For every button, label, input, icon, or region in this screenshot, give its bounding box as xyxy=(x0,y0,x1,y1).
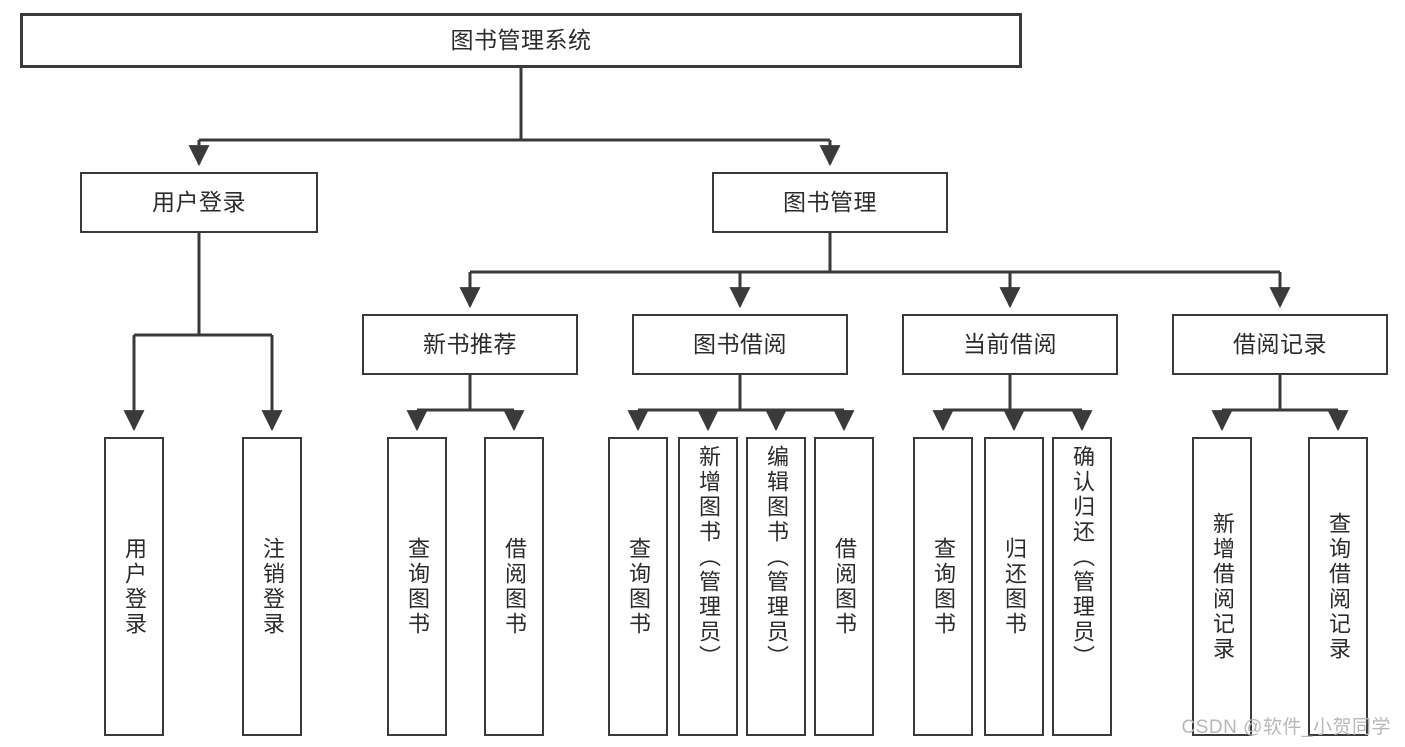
node-leaf-query-record-label: 查询借阅记录 xyxy=(1326,511,1351,662)
node-leaf-user-login-label: 用户登录 xyxy=(122,536,147,637)
node-leaf-add-book-label: 新增图书（管理员） xyxy=(696,445,721,670)
node-leaf-add-book[interactable]: 新增图书（管理员） xyxy=(678,437,738,736)
node-root-label: 图书管理系统 xyxy=(450,27,592,54)
node-root[interactable]: 图书管理系统 xyxy=(20,13,1022,68)
node-borrow-record[interactable]: 借阅记录 xyxy=(1172,314,1388,375)
node-leaf-query-book-3[interactable]: 查询图书 xyxy=(913,437,973,736)
node-leaf-borrow-book-2[interactable]: 借阅图书 xyxy=(814,437,874,736)
node-leaf-edit-book[interactable]: 编辑图书（管理员） xyxy=(746,437,806,736)
node-leaf-logout-login[interactable]: 注销登录 xyxy=(242,437,302,736)
node-book-manage[interactable]: 图书管理 xyxy=(712,172,948,233)
node-new-book-recommend-label: 新书推荐 xyxy=(423,331,517,358)
node-leaf-confirm-return[interactable]: 确认归还（管理员） xyxy=(1052,437,1112,736)
node-book-manage-label: 图书管理 xyxy=(783,189,877,216)
node-leaf-query-book-1-label: 查询图书 xyxy=(405,536,430,637)
node-leaf-return-book-label: 归还图书 xyxy=(1002,536,1027,637)
node-leaf-borrow-book-1-label: 借阅图书 xyxy=(502,536,527,637)
node-user-login[interactable]: 用户登录 xyxy=(80,172,318,233)
node-leaf-query-book-1[interactable]: 查询图书 xyxy=(387,437,447,736)
node-leaf-query-book-2[interactable]: 查询图书 xyxy=(608,437,668,736)
node-user-login-label: 用户登录 xyxy=(152,189,246,216)
node-leaf-add-record-label: 新增借阅记录 xyxy=(1210,511,1235,662)
node-book-borrow[interactable]: 图书借阅 xyxy=(632,314,848,375)
node-leaf-logout-login-label: 注销登录 xyxy=(260,536,285,637)
node-leaf-borrow-book-1[interactable]: 借阅图书 xyxy=(484,437,544,736)
node-new-book-recommend[interactable]: 新书推荐 xyxy=(362,314,578,375)
node-current-borrow[interactable]: 当前借阅 xyxy=(902,314,1118,375)
node-leaf-query-record[interactable]: 查询借阅记录 xyxy=(1308,437,1368,736)
node-current-borrow-label: 当前借阅 xyxy=(963,331,1057,358)
node-leaf-confirm-return-label: 确认归还（管理员） xyxy=(1070,445,1095,670)
node-leaf-query-book-3-label: 查询图书 xyxy=(931,536,956,637)
node-leaf-return-book[interactable]: 归还图书 xyxy=(984,437,1044,736)
watermark-text: CSDN @软件_小贺同学 xyxy=(1181,717,1391,738)
node-leaf-borrow-book-2-label: 借阅图书 xyxy=(832,536,857,637)
node-leaf-add-record[interactable]: 新增借阅记录 xyxy=(1192,437,1252,736)
node-leaf-query-book-2-label: 查询图书 xyxy=(626,536,651,637)
node-leaf-edit-book-label: 编辑图书（管理员） xyxy=(764,445,789,670)
node-book-borrow-label: 图书借阅 xyxy=(693,331,787,358)
node-borrow-record-label: 借阅记录 xyxy=(1233,331,1327,358)
node-leaf-user-login[interactable]: 用户登录 xyxy=(104,437,164,736)
